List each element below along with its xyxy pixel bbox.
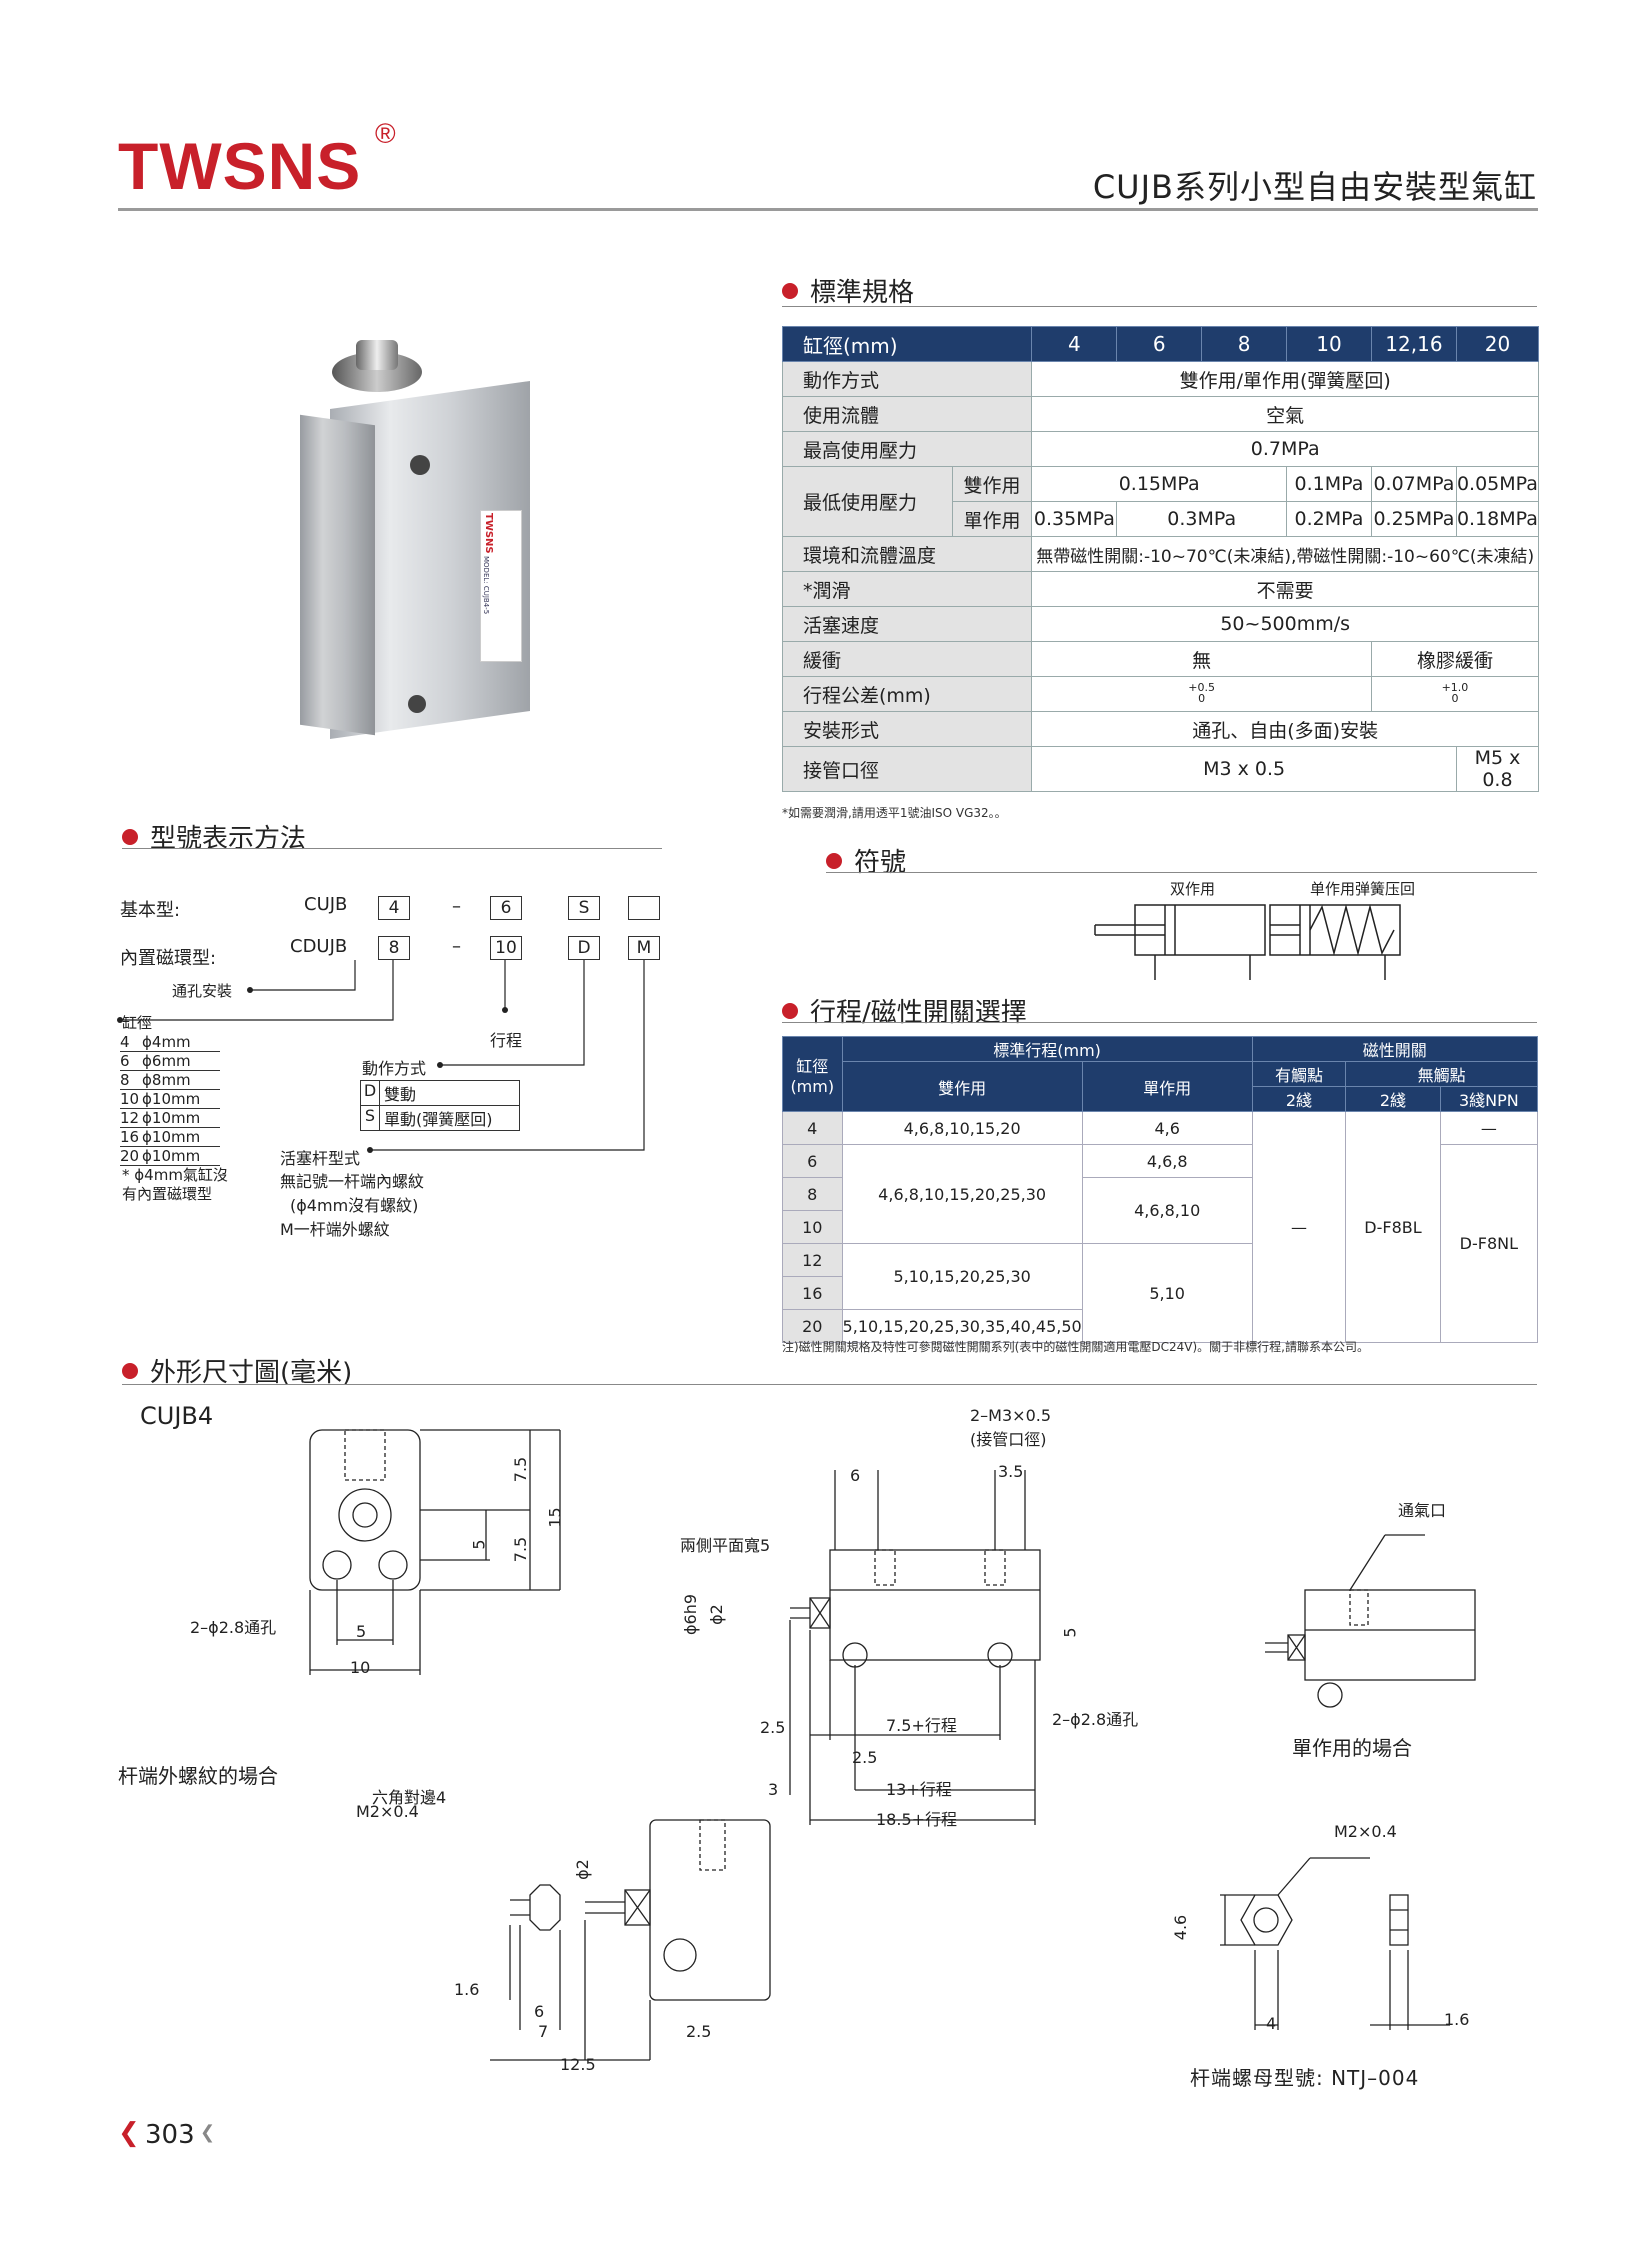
external-thread-drawing	[490, 1819, 771, 2061]
pneumatic-symbol-diagram	[1094, 904, 1401, 980]
single-action-drawing	[1265, 1534, 1476, 1708]
spec-section-title: 標準規格	[782, 272, 914, 309]
stroke-section-title: 行程/磁性開關選擇	[782, 992, 1027, 1029]
spec-note: *如需要潤滑,請用透平1號油ISO VG32。。	[782, 806, 1007, 820]
stroke-note: 注)磁性開關規格及特性可參閱磁性開關系列(表中的磁性開關適用電壓DC24V)。關…	[782, 1340, 1369, 1354]
page-number: 303	[145, 2120, 195, 2150]
page-title: CUJB系列小型自由安裝型氣缸	[1092, 168, 1537, 206]
product-label: TWSNS MODEL: CUJB4-5	[480, 510, 522, 662]
rod-nut-drawing	[1220, 1857, 1450, 2030]
page-next-arrow: ❮	[200, 2122, 216, 2143]
product-photo: TWSNS MODEL: CUJB4-5	[300, 340, 540, 740]
dimension-section-title: 外形尺寸圖(毫米)	[122, 1352, 352, 1389]
bore-header: 缸徑(mm)	[781, 326, 1033, 362]
model-section-title: 型號表示方法	[122, 818, 306, 855]
model-name: CUJB4	[140, 1402, 214, 1430]
nut-model: 杆端螺母型號: NTJ–004	[1190, 2066, 1420, 2090]
page-prev-arrow: ❮	[118, 2118, 140, 2148]
symbol-section-title: 符號	[826, 842, 906, 879]
front-view-drawing	[309, 1429, 561, 1675]
header-rule	[118, 208, 1538, 211]
side-view-drawing	[789, 1470, 1041, 1825]
registered-mark: ®	[375, 118, 396, 149]
ext-thread-title: 杆端外螺紋的場合	[118, 1764, 278, 1788]
brand-logo: TWSNS	[118, 129, 362, 203]
model-code-leaders	[117, 960, 645, 1153]
